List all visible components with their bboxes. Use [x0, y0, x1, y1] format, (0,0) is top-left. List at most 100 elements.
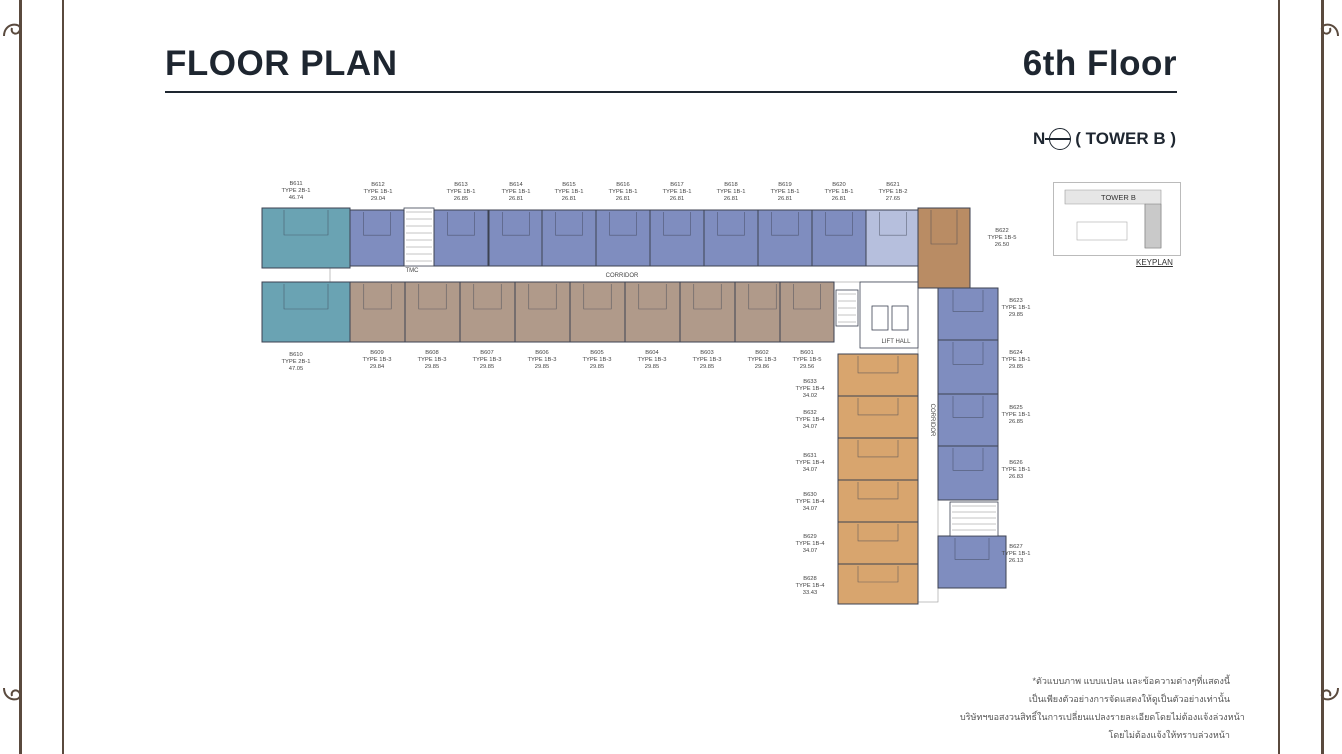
unit-B618 — [703, 209, 759, 267]
unit-B628-inner — [857, 566, 899, 583]
unit-B629 — [837, 521, 919, 565]
unit-B607 — [459, 281, 516, 343]
ornament-bottom-left-icon — [3, 687, 22, 701]
unit-B622 — [917, 207, 971, 289]
unit-B612 — [349, 209, 405, 267]
unit-B628 — [837, 563, 919, 605]
unit-B613 — [433, 209, 489, 267]
header-rule — [165, 91, 1177, 93]
unit-B627-inner — [954, 538, 990, 560]
disclaimer: *ตัวแบบภาพ แบบแปลน และข้อความต่างๆที่แสด… — [960, 672, 1245, 744]
unit-B615 — [541, 209, 597, 267]
stair-left — [403, 207, 435, 267]
unit-B617 — [649, 209, 705, 267]
unit-B608 — [404, 281, 461, 343]
unit-B621 — [865, 209, 921, 267]
unit-B614-inner — [502, 212, 530, 236]
disclaimer-line-2: เป็นเพียงตัวอย่างการจัดแสดงให้ดูเป็นตัวอ… — [1028, 694, 1230, 704]
unit-B611 — [261, 207, 351, 269]
unit-B620 — [811, 209, 867, 267]
corridor-vertical — [917, 281, 939, 603]
unit-B622-inner — [930, 210, 958, 245]
keyplan-label: KEYPLAN — [1136, 258, 1173, 267]
unit-B626-inner — [952, 448, 984, 471]
unit-B624-inner — [952, 342, 984, 365]
unit-B627 — [937, 535, 1007, 589]
unit-B602-inner — [748, 284, 777, 310]
unit-B633 — [837, 353, 919, 397]
unit-B623-inner — [952, 290, 984, 312]
disclaimer-line-3: บริษัทฯขอสงวนสิทธิ์ในการเปลี่ยนแปลงรายละ… — [960, 712, 1245, 722]
unit-B620-inner — [825, 212, 853, 236]
unit-B629-inner — [857, 524, 899, 542]
unit-B604 — [624, 281, 681, 343]
unit-B619-inner — [771, 212, 799, 236]
unit-B624 — [937, 339, 999, 395]
unit-B609 — [349, 281, 406, 343]
disclaimer-line-1: *ตัวแบบภาพ แบบแปลน และข้อความต่างๆที่แสด… — [1032, 676, 1230, 686]
unit-B605 — [569, 281, 626, 343]
unit-B631-inner — [857, 440, 899, 458]
ornament-top-right-icon — [1320, 23, 1339, 37]
unit-B608-inner — [418, 284, 447, 310]
ornament-top-left-icon — [3, 23, 22, 37]
frame-line-left — [19, 0, 22, 754]
unit-B619 — [757, 209, 813, 267]
unit-B632-inner — [857, 398, 899, 416]
tower-name: ( TOWER B ) — [1075, 129, 1176, 148]
unit-B617-inner — [663, 212, 691, 236]
ornament-bottom-right-icon — [1320, 687, 1339, 701]
unit-B626 — [937, 445, 999, 501]
unit-B625-inner — [952, 396, 984, 418]
unit-B603-inner — [693, 284, 722, 310]
corridor-vertical-label: CORRIDOR — [929, 404, 935, 437]
frame-line-left-inner — [62, 0, 64, 754]
keyplan-diagram: TOWER B — [1053, 182, 1181, 256]
corridor-label: CORRIDOR — [606, 273, 639, 279]
unit-B612-inner — [363, 212, 391, 236]
unit-B621-inner — [879, 212, 907, 236]
unit-B603 — [679, 281, 736, 343]
stair-east — [949, 501, 999, 537]
compass-letter: N — [1032, 129, 1046, 148]
unit-B610 — [261, 281, 351, 343]
unit-B610-inner — [283, 284, 329, 310]
unit-B625 — [937, 393, 999, 447]
tmc-label: TMC — [406, 268, 420, 274]
keyplan-tower-text: TOWER B — [1101, 193, 1136, 202]
unit-B604-inner — [638, 284, 667, 310]
floor-title: 6th Floor — [1022, 44, 1177, 83]
north-compass-icon — [1045, 128, 1072, 150]
unit-B618-inner — [717, 212, 745, 236]
frame-line-right — [1321, 0, 1324, 754]
frame-line-right-inner — [1278, 0, 1280, 754]
tower-label: N ( TOWER B ) — [1033, 128, 1176, 150]
unit-B633-inner — [857, 356, 899, 374]
unit-B630-inner — [857, 482, 899, 500]
unit-B606 — [514, 281, 571, 343]
lift-car-2 — [891, 305, 909, 331]
